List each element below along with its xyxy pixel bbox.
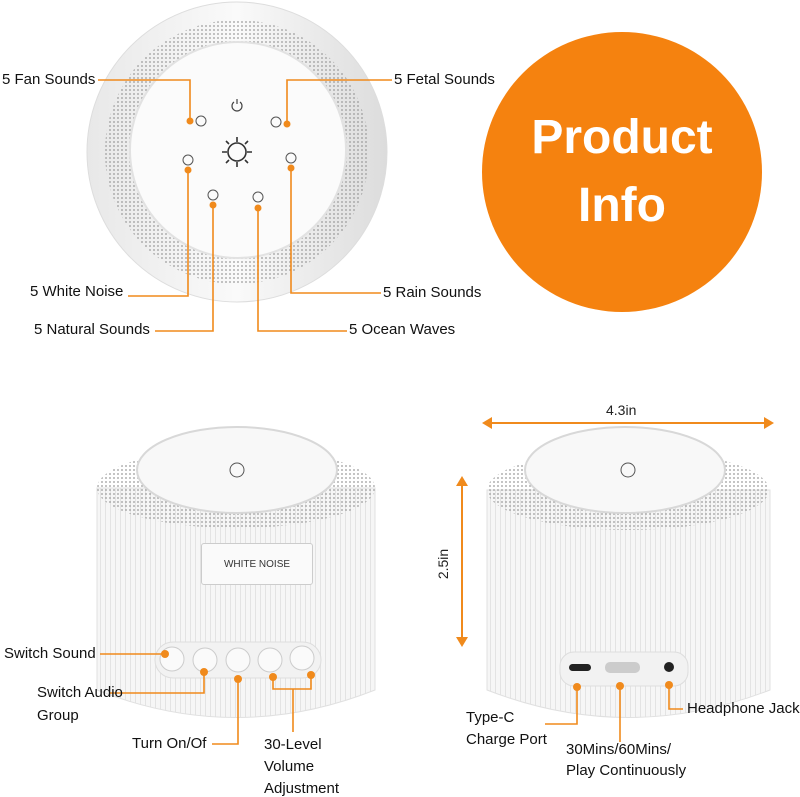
callout-lines xyxy=(98,79,770,745)
label-rain-sounds: 5 Rain Sounds xyxy=(383,284,482,301)
label-typec-1: Type-C xyxy=(466,709,515,726)
power-button xyxy=(225,647,251,673)
top-view-device xyxy=(86,1,388,303)
label-fan-sounds: 5 Fan Sounds xyxy=(2,71,96,88)
label-headphone-jack: Headphone Jack xyxy=(687,700,800,717)
label-volume-1: 30-Level xyxy=(264,736,322,753)
label-white-noise: 5 White Noise xyxy=(30,283,124,300)
arrow-down-icon xyxy=(456,637,468,647)
label-volume-3: Adjustment xyxy=(264,780,340,797)
label-natural-sounds: 5 Natural Sounds xyxy=(34,321,150,338)
badge-line-2: Info xyxy=(578,179,666,232)
headphone-jack xyxy=(664,662,674,672)
label-ocean-waves: 5 Ocean Waves xyxy=(349,321,456,338)
callout-dots xyxy=(161,117,774,691)
white-noise-icon xyxy=(182,154,194,166)
white-noise-panel-label: WHITE NOISE xyxy=(201,543,313,585)
rain-sound-icon xyxy=(285,152,297,164)
product-info-badge xyxy=(482,32,762,312)
label-power: Turn On/Of xyxy=(132,735,207,752)
badge-line-1: Product xyxy=(531,111,713,164)
label-typec-2: Charge Port xyxy=(466,731,547,748)
fetal-sound-icon xyxy=(270,116,282,128)
ocean-wave-icon xyxy=(252,191,264,203)
height-dimension: 2.5in xyxy=(435,548,452,580)
label-timer-1: 30Mins/60Mins/ xyxy=(566,741,672,758)
label-volume-2: Volume xyxy=(264,758,315,775)
type-c-port xyxy=(569,664,591,671)
label-switch-sound: Switch Sound xyxy=(4,645,96,662)
timer-switch xyxy=(605,662,640,673)
arrow-left-icon xyxy=(482,417,492,429)
label-switch-group-1: Switch Audio xyxy=(37,684,123,701)
width-dimension: 4.3in xyxy=(606,402,637,418)
label-switch-group-2: Group xyxy=(37,707,79,724)
arrow-right-icon xyxy=(764,417,774,429)
arrow-up-icon xyxy=(456,476,468,486)
volume-down-button xyxy=(257,647,283,673)
back-view-device xyxy=(486,426,771,718)
sun-light-icon xyxy=(222,137,252,167)
label-fetal-sounds: 5 Fetal Sounds xyxy=(394,71,495,88)
natural-sound-icon xyxy=(207,189,219,201)
volume-up-button xyxy=(289,645,315,671)
power-icon xyxy=(231,99,243,112)
fan-sound-icon xyxy=(195,115,207,127)
label-timer-2: Play Continuously xyxy=(566,762,687,779)
